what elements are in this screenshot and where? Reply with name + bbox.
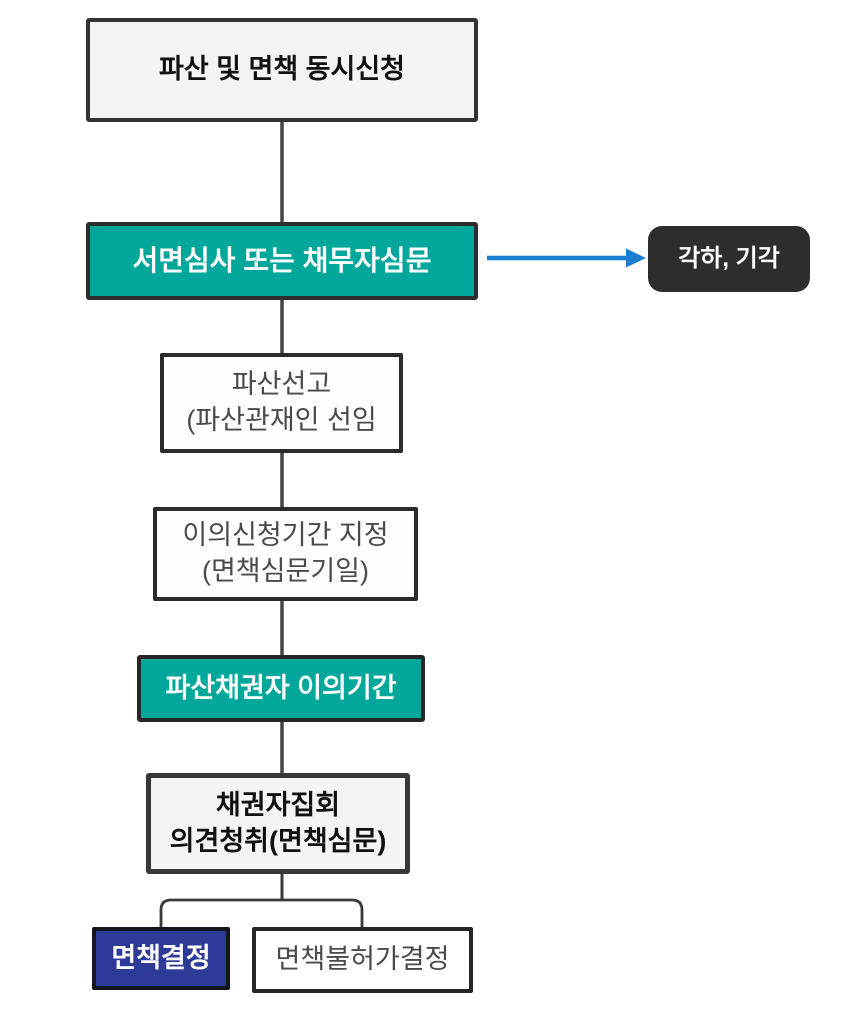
node-review-label: 서면심사 또는 채무자심문 (132, 244, 432, 276)
connector-branch (159, 898, 364, 927)
node-objection-set: 이의신청기간 지정 (면책심문기일) (153, 507, 418, 601)
node-meeting-label: 채권자집회 의견청취(면책심문) (169, 789, 387, 856)
node-reject: 각하, 기각 (648, 226, 810, 292)
node-no-discharge: 면책불허가결정 (252, 927, 473, 993)
node-creditor-objection: 파산채권자 이의기간 (137, 655, 425, 722)
node-reject-label: 각하, 기각 (678, 245, 780, 273)
node-declare: 파산선고 (파산관재인 선임 (160, 353, 403, 453)
reject-arrow (487, 248, 646, 268)
node-objection-set-label: 이의신청기간 지정 (면책심문기일) (182, 520, 389, 586)
node-apply: 파산 및 면책 동시신청 (86, 18, 478, 122)
node-no-discharge-label: 면책불허가결정 (275, 944, 450, 975)
node-declare-label: 파산선고 (파산관재인 선임 (186, 369, 377, 435)
node-creditor-objection-label: 파산채권자 이의기간 (165, 672, 397, 703)
node-discharge-label: 면책결정 (111, 942, 211, 973)
node-meeting: 채권자집회 의견청취(면책심문) (146, 773, 410, 874)
node-apply-label: 파산 및 면책 동시신청 (158, 54, 406, 85)
node-discharge: 면책결정 (92, 927, 230, 990)
node-review: 서면심사 또는 채무자심문 (86, 222, 478, 300)
